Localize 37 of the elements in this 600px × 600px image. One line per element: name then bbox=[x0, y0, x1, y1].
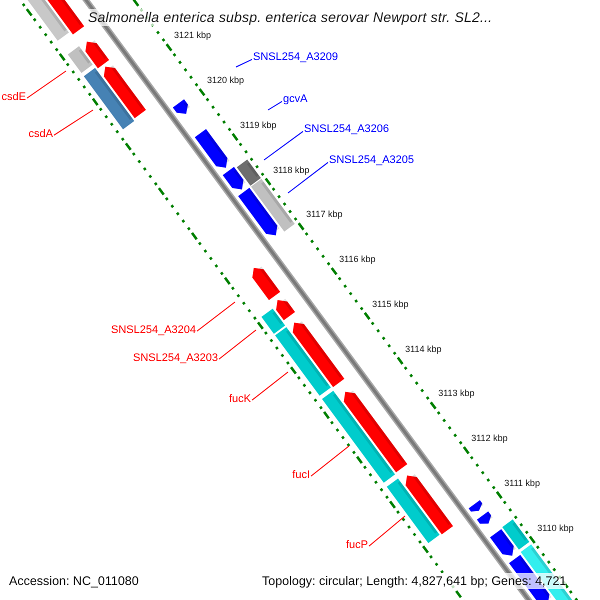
leader-line bbox=[252, 372, 288, 401]
gene-label: fucI bbox=[292, 469, 310, 482]
tick-label: 3120 kbp bbox=[207, 75, 244, 86]
gene-label: SNSL254_A3206 bbox=[304, 123, 390, 136]
tick-label: 3110 kbp bbox=[537, 522, 574, 534]
tick-label: 3119 kbp bbox=[240, 120, 276, 131]
tick-label: 3113 kbp bbox=[438, 388, 475, 400]
gene-label: fucK bbox=[228, 393, 251, 406]
info-text: Accession: NC_011080 bbox=[9, 573, 139, 589]
tick-label: 3115 kbp bbox=[372, 298, 409, 310]
gene-label: SNSL254_A3204 bbox=[110, 324, 196, 337]
tick-label: 3121 kbp bbox=[174, 30, 212, 42]
gene-label: csdE bbox=[2, 91, 26, 104]
leader-line bbox=[310, 446, 350, 477]
leader-line bbox=[288, 162, 328, 194]
leader-line bbox=[268, 100, 282, 110]
gene-label: fucP bbox=[346, 539, 368, 552]
tick-label: 3114 kbp bbox=[405, 344, 442, 355]
gene-label: SNSL254_A3205 bbox=[329, 154, 414, 167]
tick-label: 3117 kbp bbox=[306, 209, 342, 220]
gene-label: SNSL254_A3203 bbox=[132, 352, 218, 365]
leader-line bbox=[26, 70, 66, 99]
leader-line bbox=[368, 516, 406, 547]
tick-label: 3118 kbp bbox=[273, 164, 310, 176]
leader-line bbox=[54, 110, 94, 136]
tick-label: 3112 kbp bbox=[471, 433, 508, 444]
leader-line bbox=[264, 130, 304, 160]
gene-label: gcvA bbox=[283, 93, 308, 106]
title: Salmonella enterica subsp. enterica serovar Newport str. SL2... bbox=[88, 9, 492, 26]
gene-label: csdA bbox=[28, 128, 53, 141]
tick-label: 3111 kbp bbox=[504, 478, 540, 489]
info-text: Topology: circular; Length: 4,827,641 bp; Genes: 4,721 bbox=[262, 573, 566, 589]
leader-line bbox=[196, 302, 236, 332]
leader-line bbox=[218, 330, 256, 360]
tick-label: 3116 kbp bbox=[339, 254, 376, 266]
leader-line bbox=[236, 58, 252, 68]
gene-label: SNSL254_A3209 bbox=[253, 51, 338, 64]
